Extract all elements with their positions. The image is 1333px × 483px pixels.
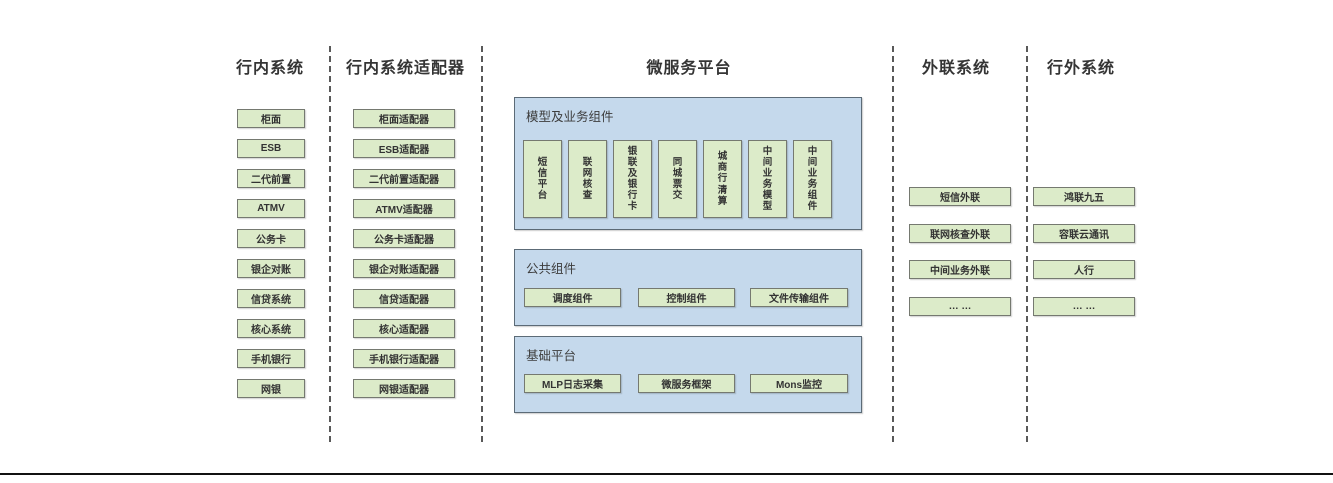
- adapter-box: 手机银行适配器: [353, 349, 455, 368]
- component-box: 文件传输组件: [750, 288, 848, 307]
- lane-title-external: 行外系统: [1046, 60, 1115, 77]
- lane-title-outreach: 外联系统: [921, 60, 990, 77]
- lane-title-internal: 行内系统: [235, 60, 304, 77]
- system-box: 银企对账: [237, 259, 305, 278]
- system-box: 核心系统: [237, 319, 305, 338]
- component-box: 同城票交: [658, 140, 697, 218]
- system-box: 二代前置: [237, 169, 305, 188]
- component-box: 中间业务模型: [748, 140, 787, 218]
- panel-label: 公共组件: [526, 262, 577, 276]
- lane-separator: [892, 46, 894, 442]
- component-box: 短信平台: [523, 140, 562, 218]
- system-box: ATMV: [237, 199, 305, 218]
- system-box: 手机银行: [237, 349, 305, 368]
- external-box: … …: [1033, 297, 1135, 316]
- panel-label: 基础平台: [526, 349, 577, 363]
- component-box: Mons监控: [750, 374, 848, 393]
- component-box: 城商行清算: [703, 140, 742, 218]
- lane-separator: [481, 46, 483, 442]
- component-box: 银联及银行卡: [613, 140, 652, 218]
- adapter-box: 公务卡适配器: [353, 229, 455, 248]
- system-box: 网银: [237, 379, 305, 398]
- panel-common-components: 公共组件 调度组件 控制组件 文件传输组件: [514, 249, 862, 326]
- component-box: 联网核查: [568, 140, 607, 218]
- lane-separator: [1026, 46, 1028, 442]
- adapter-box: 网银适配器: [353, 379, 455, 398]
- external-box: 容联云通讯: [1033, 224, 1135, 243]
- adapter-box: 柜面适配器: [353, 109, 455, 128]
- lane-title-platform: 微服务平台: [646, 60, 732, 77]
- component-box: 调度组件: [524, 288, 621, 307]
- outreach-box: 中间业务外联: [909, 260, 1011, 279]
- adapter-box: 信贷适配器: [353, 289, 455, 308]
- system-box: 信贷系统: [237, 289, 305, 308]
- bottom-rule: [0, 473, 1333, 475]
- adapter-box: ATMV适配器: [353, 199, 455, 218]
- component-box: 中间业务组件: [793, 140, 832, 218]
- adapter-box: 二代前置适配器: [353, 169, 455, 188]
- adapter-box: 核心适配器: [353, 319, 455, 338]
- outreach-box: 短信外联: [909, 187, 1011, 206]
- panel-model-business-components: 模型及业务组件 短信平台 联网核查 银联及银行卡 同城票交 城商行清算 中间业务…: [514, 97, 862, 230]
- outreach-box: … …: [909, 297, 1011, 316]
- system-box: 公务卡: [237, 229, 305, 248]
- component-box: 微服务框架: [638, 374, 735, 393]
- external-box: 鸿联九五: [1033, 187, 1135, 206]
- lane-title-adapters: 行内系统适配器: [345, 60, 465, 77]
- component-box: 控制组件: [638, 288, 735, 307]
- panel-base-platform: 基础平台 MLP日志采集 微服务框架 Mons监控: [514, 336, 862, 413]
- system-box: ESB: [237, 139, 305, 158]
- system-box: 柜面: [237, 109, 305, 128]
- adapter-box: ESB适配器: [353, 139, 455, 158]
- panel-label: 模型及业务组件: [526, 110, 614, 124]
- lane-separator: [329, 46, 331, 442]
- outreach-box: 联网核查外联: [909, 224, 1011, 243]
- adapter-box: 银企对账适配器: [353, 259, 455, 278]
- external-box: 人行: [1033, 260, 1135, 279]
- component-box: MLP日志采集: [524, 374, 621, 393]
